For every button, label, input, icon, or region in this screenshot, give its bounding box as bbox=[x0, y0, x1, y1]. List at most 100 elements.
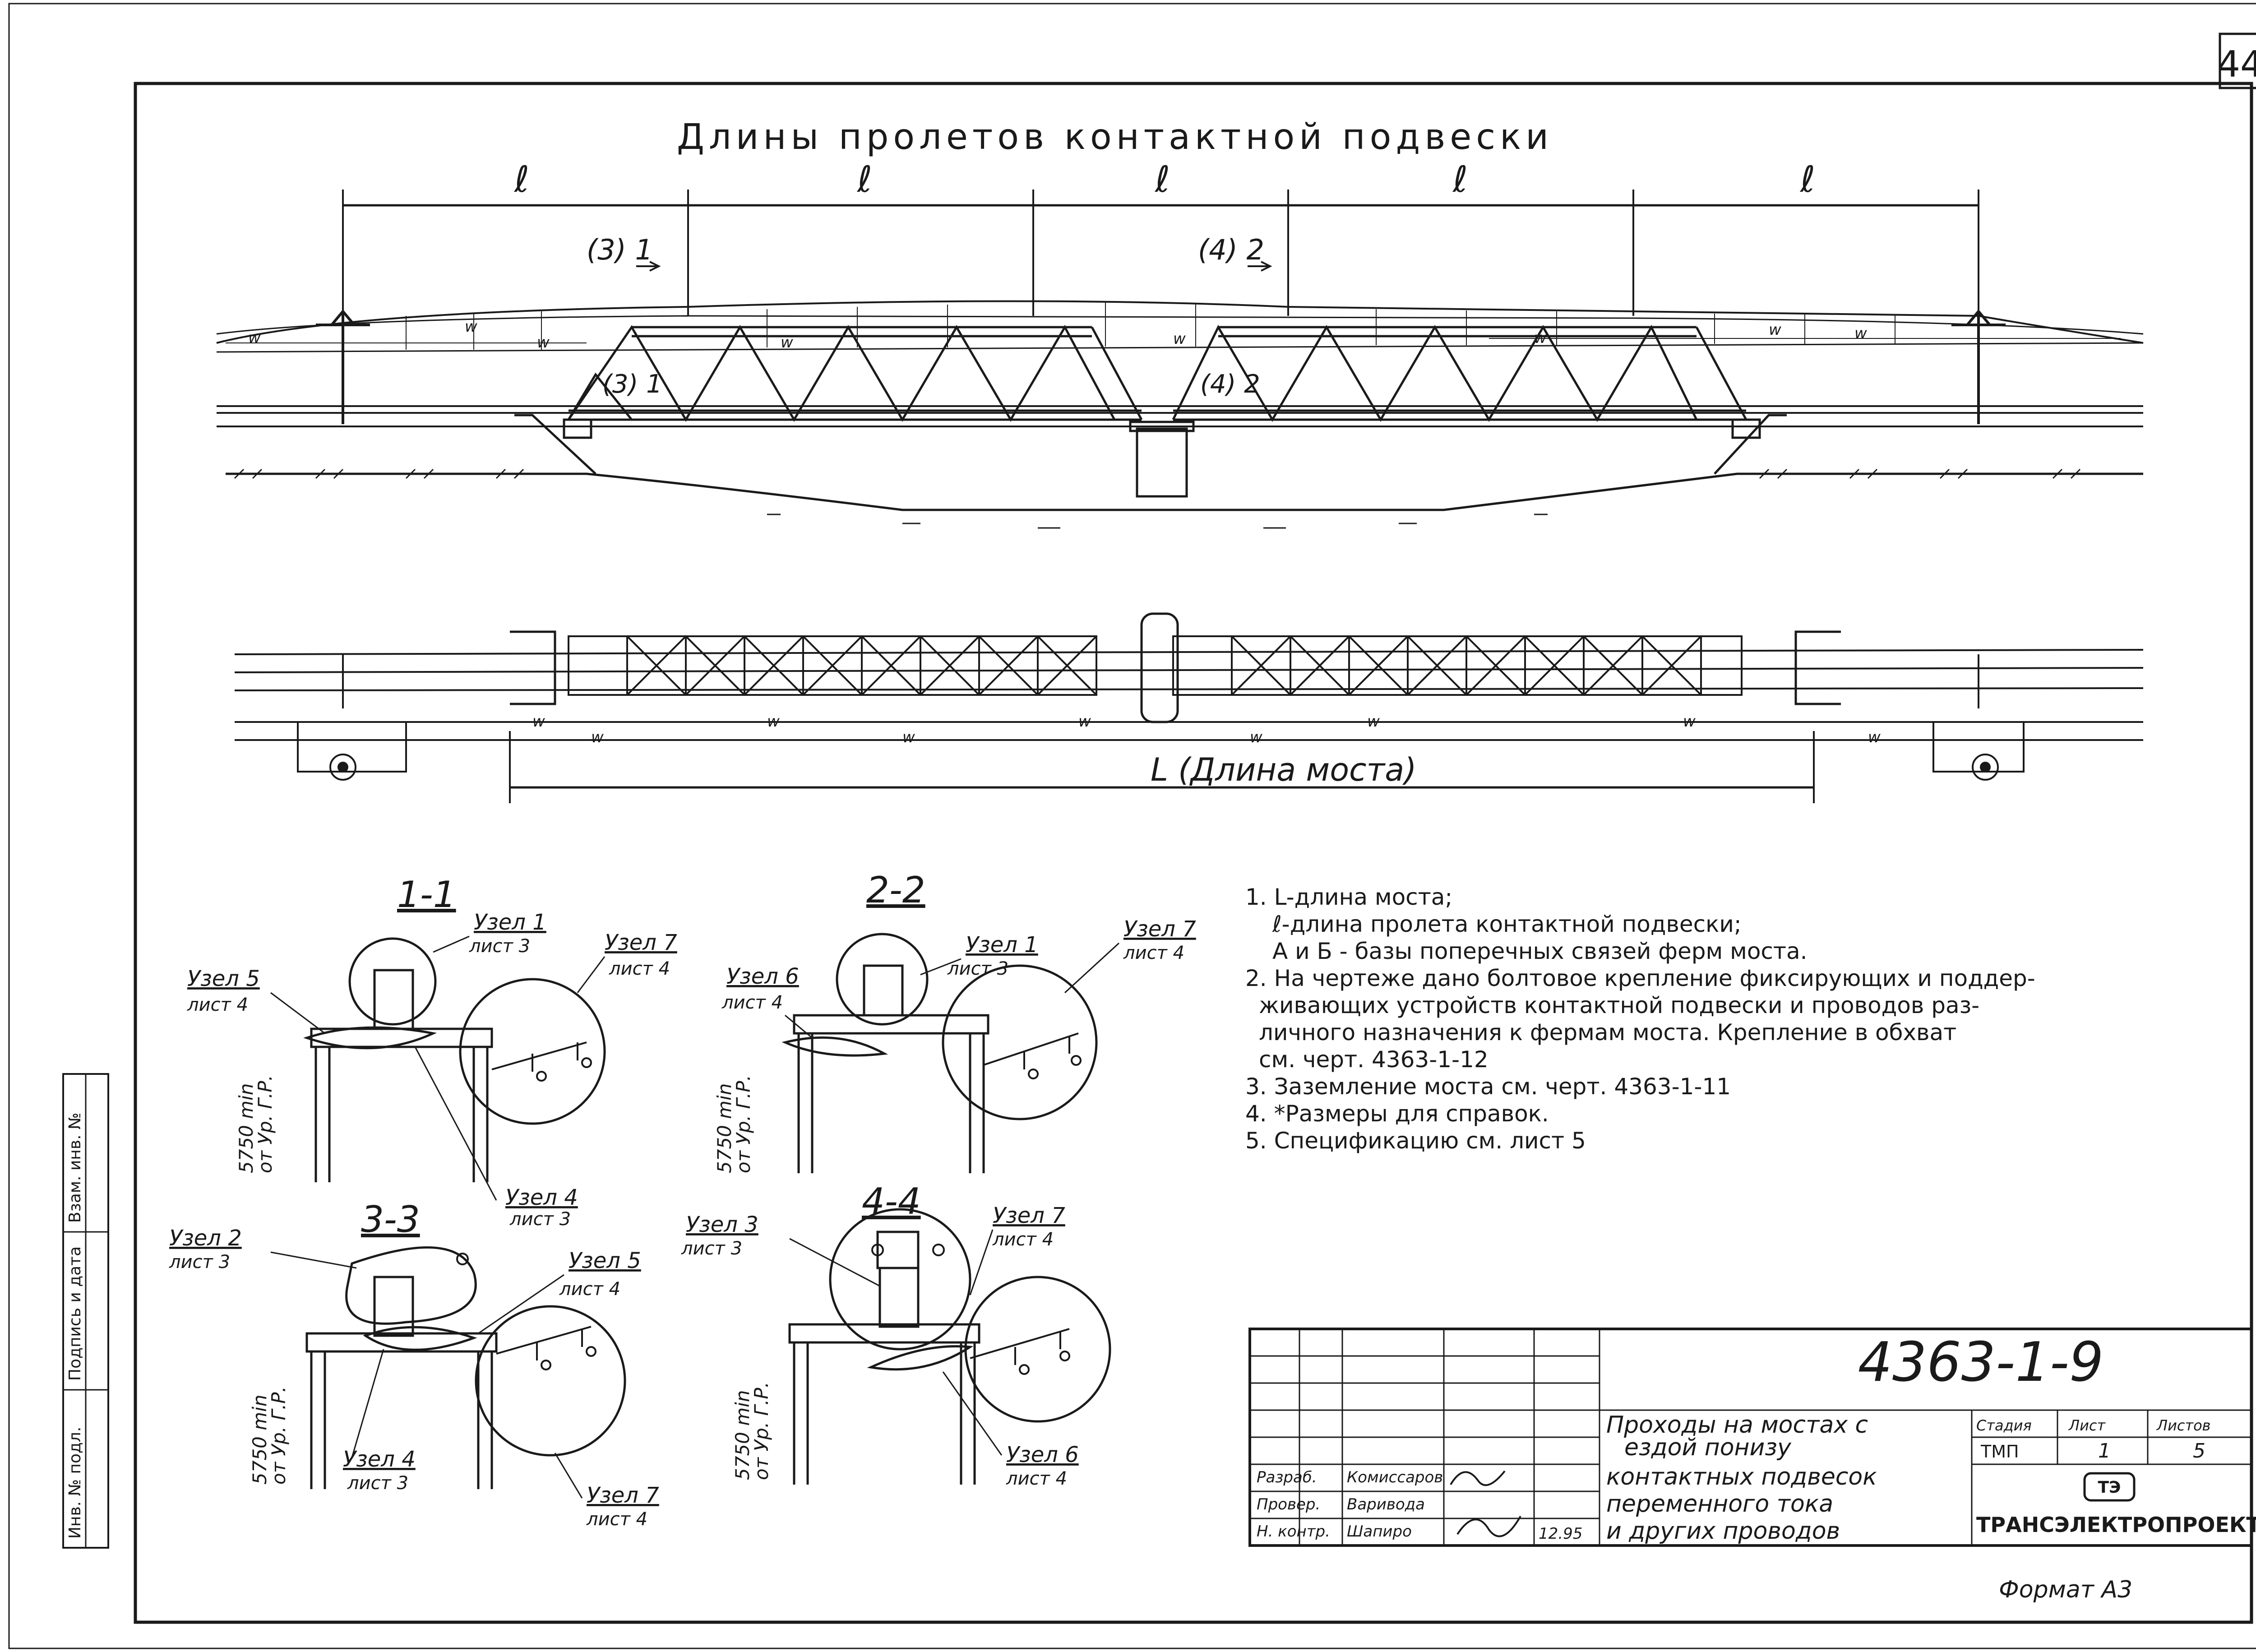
sheets-value: 5 bbox=[2193, 1439, 2205, 1462]
note-line: см. черт. 4363-1-12 bbox=[1259, 1046, 1489, 1073]
sheet-header: Лист bbox=[2068, 1417, 2106, 1434]
callout-sheet: лист 4 bbox=[992, 1229, 1054, 1250]
track-lines bbox=[217, 405, 2143, 427]
section-height: 5750 min bbox=[235, 1083, 257, 1173]
callout-node: Узел 2 bbox=[169, 1226, 242, 1251]
wire-mark: w bbox=[1367, 713, 1380, 731]
section-3-3: 3-3 Узел 2 лист 3 Узел 5 лист 4 Узел 4 л… bbox=[169, 1199, 659, 1530]
truss-plan-2 bbox=[1172, 635, 1743, 696]
section-mark-2: (4) 2 bbox=[1198, 233, 1264, 266]
section-1-1: 1-1 Узел 1 лист 3 Узел 7 лист 4 Узел 5 л… bbox=[187, 874, 677, 1230]
organization: ТРАНСЭЛЕКТРОПРОЕКТ bbox=[1976, 1513, 2256, 1537]
wire-mark: w bbox=[1078, 713, 1091, 731]
sheet-value: 1 bbox=[2098, 1439, 2111, 1462]
wire-mark: w bbox=[1173, 330, 1186, 348]
ground-hatch bbox=[234, 468, 2081, 529]
callout-sheet: лист 4 bbox=[721, 992, 783, 1013]
callout-sheet: лист 4 bbox=[1006, 1468, 1067, 1489]
section-height-ref: от Ур. Г.Р. bbox=[254, 1075, 276, 1173]
pole-plan-left bbox=[297, 654, 407, 781]
callout-node: Узел 6 bbox=[1006, 1442, 1079, 1467]
bridge-length-label: L (Длина моста) bbox=[1151, 751, 1417, 788]
section-height-ref: от Ур. Г.Р. bbox=[732, 1075, 754, 1173]
org-logo: ТЭ bbox=[2083, 1472, 2136, 1502]
callout-node: Узел 4 bbox=[343, 1447, 416, 1472]
bridge-truss-1 bbox=[567, 324, 1143, 422]
note-line: 3. Заземление моста см. черт. 4363-1-11 bbox=[1245, 1074, 1731, 1100]
date: 12.95 bbox=[1539, 1525, 1582, 1543]
elevation-view: Длины пролетов контактной подвески ℓ ℓ ℓ… bbox=[216, 117, 2144, 529]
role-name: Шапиро bbox=[1347, 1522, 1412, 1541]
pole-plan-right bbox=[1932, 654, 2025, 781]
side-stamp: Инв. № подл. Подпись и дата Взам. инв. № bbox=[62, 1073, 109, 1549]
sheet-number-box bbox=[2219, 32, 2256, 89]
callout-node: Узел 7 bbox=[605, 930, 677, 955]
callout-node: Узел 7 bbox=[993, 1203, 1065, 1228]
wire-mark: w bbox=[591, 728, 604, 746]
callout-node: Узел 4 bbox=[505, 1185, 578, 1210]
callout-sheet: лист 4 bbox=[609, 958, 670, 979]
callout-node: Узел 5 bbox=[569, 1248, 641, 1273]
stamp-sign: Подпись и дата bbox=[66, 1246, 84, 1381]
section-title: 1-1 bbox=[397, 874, 456, 916]
section-height: 5750 min bbox=[249, 1395, 271, 1485]
wire-mark: w bbox=[1854, 324, 1867, 342]
callout-node: Узел 6 bbox=[726, 964, 799, 989]
note-line: 2. На чертеже дано болтовое крепление фи… bbox=[1245, 965, 2035, 991]
stamp-inv: Инв. № подл. bbox=[66, 1427, 84, 1539]
callout-sheet: лист 3 bbox=[469, 936, 530, 957]
span-label: ℓ bbox=[1799, 158, 1815, 200]
title-block: 4363-1-9 Проходы на мостах с ездой пониз… bbox=[1248, 1328, 2256, 1547]
note-line: личного назначения к фермам моста. Крепл… bbox=[1259, 1019, 1956, 1046]
title-line: и других проводов bbox=[1606, 1518, 1840, 1545]
section-2-2: 2-2 Узел 1 лист 3 Узел 7 лист 4 Узел 6 л… bbox=[713, 869, 1196, 1173]
wire-mark: w bbox=[537, 333, 550, 352]
catenary-pole bbox=[316, 310, 370, 424]
callout-node: Узел 7 bbox=[1123, 916, 1196, 942]
section-height: 5750 min bbox=[713, 1083, 735, 1173]
span-label: ℓ bbox=[1452, 158, 1468, 200]
title-line: ездой понизу bbox=[1624, 1434, 1792, 1461]
callout-node: Узел 1 bbox=[474, 910, 546, 935]
callout-sheet: лист 4 bbox=[1123, 943, 1184, 963]
outer-border bbox=[8, 3, 2256, 1649]
doc-number: 4363-1-9 bbox=[1858, 1331, 2104, 1394]
wire-mark: w bbox=[1868, 728, 1881, 746]
pier-plan bbox=[1140, 612, 1179, 723]
span-label: ℓ bbox=[1154, 158, 1170, 200]
section-title: 3-3 bbox=[361, 1199, 420, 1240]
callout-sheet: лист 3 bbox=[681, 1238, 742, 1259]
callout-sheet: лист 3 bbox=[347, 1473, 408, 1494]
callout-sheet: лист 4 bbox=[187, 995, 248, 1015]
note-line: 4. *Размеры для справок. bbox=[1245, 1101, 1549, 1127]
section-height-ref: от Ур. Г.Р. bbox=[750, 1382, 772, 1480]
truss-mark-1: (3) 1 bbox=[602, 370, 662, 399]
notes: 1. L-длина моста; ℓ-длина пролета контак… bbox=[1245, 884, 2035, 1154]
wire-mark: w bbox=[767, 713, 780, 731]
stamp-replace: Взам. инв. № bbox=[66, 1113, 84, 1223]
wire-mark: w bbox=[1250, 728, 1262, 746]
stage-header: Стадия bbox=[1976, 1417, 2032, 1434]
section-mark-1: (3) 1 bbox=[587, 233, 653, 266]
callout-node: Узел 3 bbox=[686, 1212, 758, 1237]
callout-sheet: лист 4 bbox=[559, 1279, 620, 1300]
callout-node: Узел 5 bbox=[187, 966, 260, 991]
callout-node: Узел 1 bbox=[966, 932, 1038, 958]
svg-text:ТЭ: ТЭ bbox=[2098, 1478, 2121, 1497]
section-title: 2-2 bbox=[866, 869, 925, 911]
bridge-pier bbox=[1136, 427, 1188, 498]
role-label: Н. контр. bbox=[1257, 1522, 1330, 1541]
abutments bbox=[514, 414, 1787, 498]
wire-mark: w bbox=[248, 329, 261, 347]
role-name: Комиссаров bbox=[1347, 1468, 1443, 1486]
wire-mark: w bbox=[465, 318, 477, 336]
wire-mark: w bbox=[1683, 713, 1696, 731]
note-line: А и Б - базы поперечных связей ферм мост… bbox=[1272, 938, 1808, 964]
sheet-number: 44 bbox=[2217, 43, 2256, 85]
sheet-format: Формат А3 bbox=[1999, 1576, 2132, 1603]
section-height-ref: от Ур. Г.Р. bbox=[268, 1386, 290, 1485]
plan-view: w w w w w w w w w L (Длина моста) bbox=[234, 612, 2144, 803]
callout-sheet: лист 3 bbox=[947, 958, 1008, 979]
ground-profile bbox=[226, 472, 2143, 511]
